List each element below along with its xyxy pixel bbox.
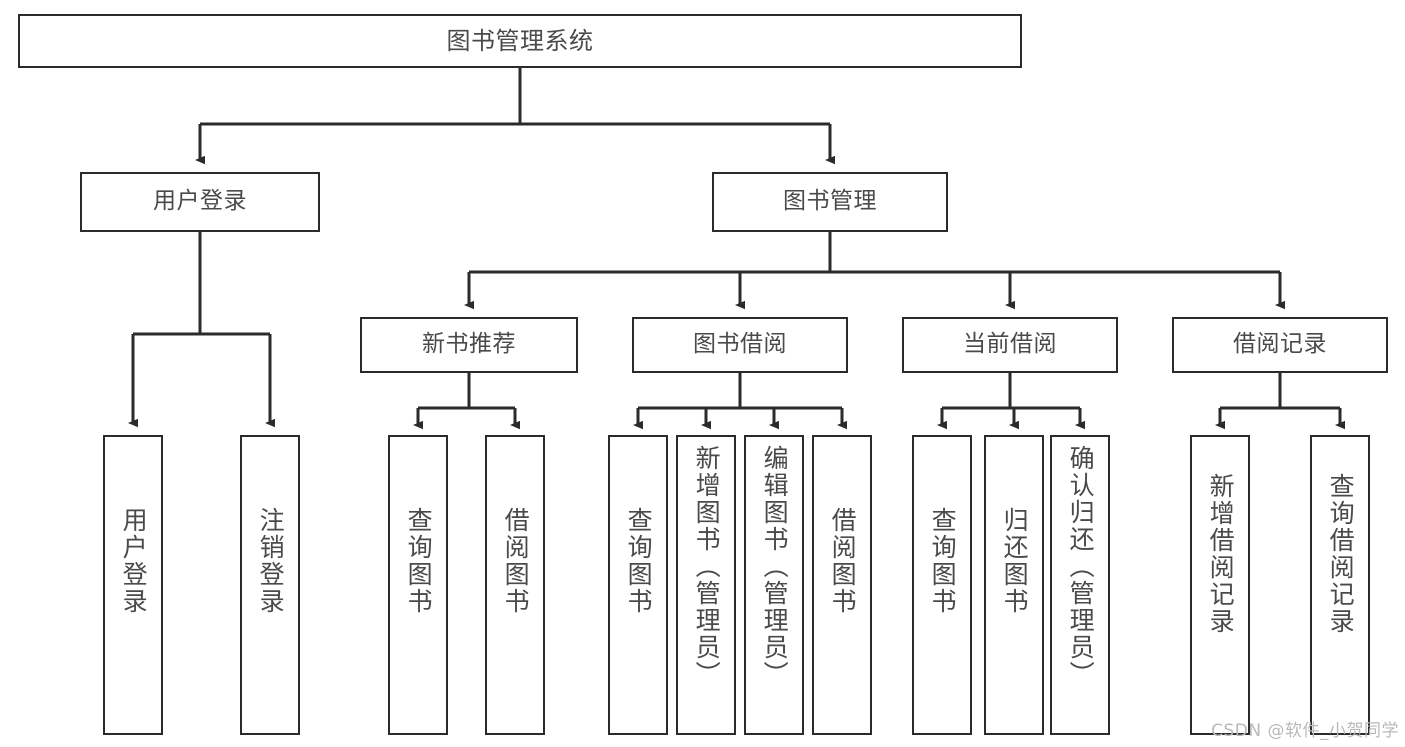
leaf-user-logout-label: 注销登录 <box>256 507 286 615</box>
leaf-add-record-label: 新增借阅记录 <box>1206 473 1236 635</box>
leaf-query-book-1-label: 查询图书 <box>404 507 434 615</box>
node-root-label: 图书管理系统 <box>446 26 594 55</box>
leaf-borrow-book-2-label: 借阅图书 <box>828 507 858 615</box>
leaf-borrow-book-1-label: 借阅图书 <box>501 507 531 615</box>
node-borrow-record-label: 借阅记录 <box>1233 331 1327 358</box>
leaf-edit-book[interactable]: 编辑图书（管理员） <box>744 435 804 735</box>
leaf-query-book-3-label: 查询图书 <box>928 507 958 615</box>
leaf-user-login-label: 用户登录 <box>119 507 149 615</box>
leaf-return-book-label: 归还图书 <box>1000 507 1030 615</box>
leaf-query-book-1[interactable]: 查询图书 <box>388 435 448 735</box>
node-book-borrow-label: 图书借阅 <box>693 331 787 358</box>
watermark: CSDN @软件_小贺同学 <box>1211 721 1399 741</box>
leaf-add-book-label: 新增图书（管理员） <box>692 445 722 688</box>
leaf-add-book[interactable]: 新增图书（管理员） <box>676 435 736 735</box>
node-new-book-recommend-label: 新书推荐 <box>422 331 516 358</box>
node-book-manage-label: 图书管理 <box>783 188 877 215</box>
leaf-confirm-return[interactable]: 确认归还（管理员） <box>1050 435 1110 735</box>
leaf-query-book-2-label: 查询图书 <box>624 507 654 615</box>
node-current-borrow-label: 当前借阅 <box>963 331 1057 358</box>
node-current-borrow[interactable]: 当前借阅 <box>902 317 1118 373</box>
leaf-query-record-label: 查询借阅记录 <box>1326 473 1356 635</box>
leaf-query-book-3[interactable]: 查询图书 <box>912 435 972 735</box>
leaf-borrow-book-2[interactable]: 借阅图书 <box>812 435 872 735</box>
leaf-add-record[interactable]: 新增借阅记录 <box>1190 435 1250 735</box>
leaf-confirm-return-label: 确认归还（管理员） <box>1066 445 1096 688</box>
node-user-login[interactable]: 用户登录 <box>80 172 320 232</box>
leaf-edit-book-label: 编辑图书（管理员） <box>760 445 790 688</box>
node-book-manage[interactable]: 图书管理 <box>712 172 948 232</box>
leaf-query-book-2[interactable]: 查询图书 <box>608 435 668 735</box>
node-new-book-recommend[interactable]: 新书推荐 <box>360 317 578 373</box>
leaf-user-login[interactable]: 用户登录 <box>103 435 163 735</box>
leaf-user-logout[interactable]: 注销登录 <box>240 435 300 735</box>
node-book-borrow[interactable]: 图书借阅 <box>632 317 848 373</box>
leaf-query-record[interactable]: 查询借阅记录 <box>1310 435 1370 735</box>
node-user-login-label: 用户登录 <box>153 188 247 215</box>
leaf-return-book[interactable]: 归还图书 <box>984 435 1044 735</box>
leaf-borrow-book-1[interactable]: 借阅图书 <box>485 435 545 735</box>
node-root[interactable]: 图书管理系统 <box>18 14 1022 68</box>
node-borrow-record[interactable]: 借阅记录 <box>1172 317 1388 373</box>
